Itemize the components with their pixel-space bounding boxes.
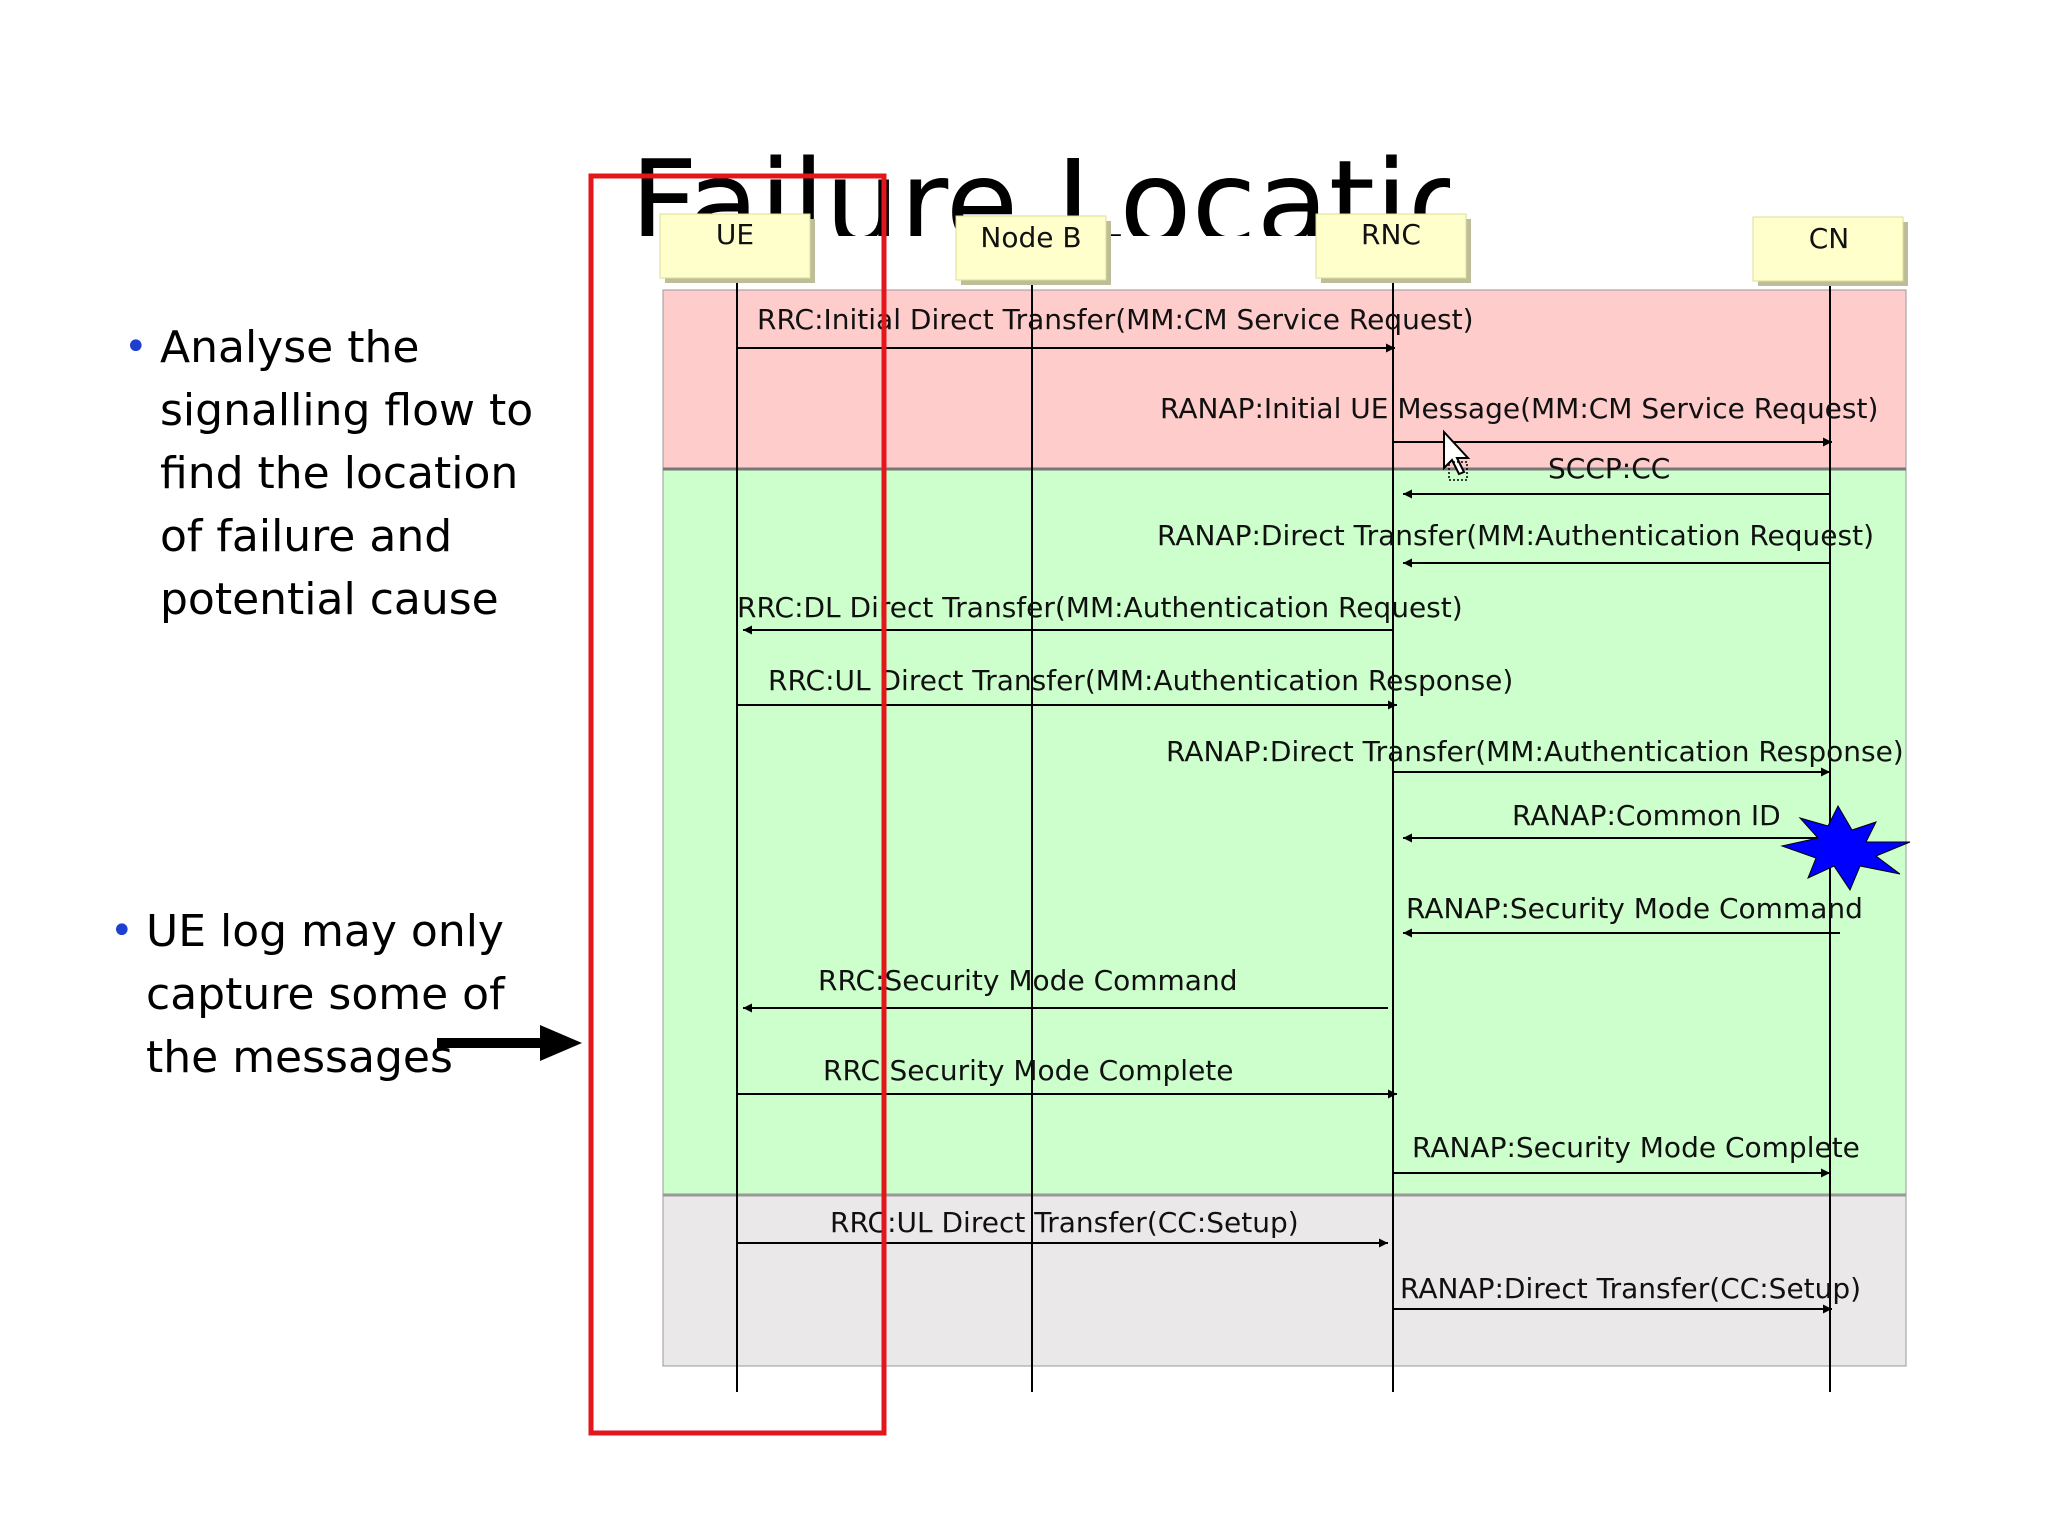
message-m8: RANAP:Common ID bbox=[1403, 799, 1830, 843]
ue-highlight-frame bbox=[588, 173, 887, 1436]
message-label: RANAP:Direct Transfer(MM:Authentication … bbox=[1166, 735, 1904, 768]
message-label: SCCP:CC bbox=[1548, 452, 1670, 485]
message-m9: RANAP:Security Mode Command bbox=[1403, 892, 1863, 938]
entity-label-rnc: RNC bbox=[1361, 218, 1421, 251]
bullet-dot-icon: • bbox=[124, 324, 148, 370]
message-m5: RRC:DL Direct Transfer(MM:Authentication… bbox=[737, 591, 1463, 635]
bullet-item: • UE log may only capture some of the mes… bbox=[110, 900, 566, 1089]
entity-cn: CN bbox=[1752, 216, 1908, 286]
message-label: RANAP:Direct Transfer(CC:Setup) bbox=[1400, 1272, 1861, 1305]
pointer-arrow-icon bbox=[437, 1025, 582, 1061]
message-label: RRC:UL Direct Transfer(CC:Setup) bbox=[830, 1206, 1299, 1239]
message-m10: RRC:Security Mode Command bbox=[743, 964, 1388, 1013]
message-label: RANAP:Direct Transfer(MM:Authentication … bbox=[1157, 519, 1874, 552]
message-m7: RANAP:Direct Transfer(MM:Authentication … bbox=[1166, 735, 1904, 777]
message-label: RANAP:Common ID bbox=[1512, 799, 1781, 832]
message-label: RANAP:Initial UE Message(MM:CM Service R… bbox=[1160, 392, 1878, 425]
message-m1: RRC:Initial Direct Transfer(MM:CM Servic… bbox=[737, 303, 1474, 353]
mouse-cursor-icon bbox=[1443, 429, 1471, 481]
message-label: RRC:Initial Direct Transfer(MM:CM Servic… bbox=[757, 303, 1474, 336]
message-m14: RANAP:Direct Transfer(CC:Setup) bbox=[1393, 1272, 1861, 1314]
entity-nodeb: Node B bbox=[955, 215, 1111, 285]
message-label: RRC:DL Direct Transfer(MM:Authentication… bbox=[737, 591, 1463, 624]
bullet-text: UE log may only capture some of the mess… bbox=[146, 906, 505, 1083]
message-m2: RANAP:Initial UE Message(MM:CM Service R… bbox=[1160, 392, 1878, 447]
message-m12: RANAP:Security Mode Complete bbox=[1393, 1131, 1860, 1178]
message-label: RRC:UL Direct Transfer(MM:Authentication… bbox=[768, 664, 1513, 697]
message-m4: RANAP:Direct Transfer(MM:Authentication … bbox=[1157, 519, 1874, 568]
entity-rnc: RNC bbox=[1315, 213, 1471, 283]
message-label: RANAP:Security Mode Command bbox=[1406, 892, 1863, 925]
phase-band-gray bbox=[662, 1194, 1907, 1367]
message-label: RRC:Security Mode Command bbox=[818, 964, 1237, 997]
entity-ue: UE bbox=[659, 213, 815, 283]
phase-band-green bbox=[662, 468, 1907, 1196]
bullet-text: Analyse the signalling flow to find the … bbox=[160, 322, 534, 625]
entity-label-nodeb: Node B bbox=[980, 221, 1081, 254]
message-label: RRC:Security Mode Complete bbox=[823, 1054, 1234, 1087]
entity-label-ue: UE bbox=[716, 218, 754, 251]
bullet-list-bottom: • UE log may only capture some of the mes… bbox=[110, 900, 566, 1089]
message-m11: RRC:Security Mode Complete bbox=[737, 1054, 1397, 1099]
bullet-dot-icon: • bbox=[110, 908, 134, 954]
bullet-list-top: • Analyse the signalling flow to find the… bbox=[124, 316, 560, 631]
message-m3: SCCP:CC bbox=[1403, 452, 1830, 499]
message-label: RANAP:Security Mode Complete bbox=[1412, 1131, 1860, 1164]
failure-starburst-icon bbox=[1780, 804, 1911, 892]
phase-band-red bbox=[662, 289, 1907, 470]
message-m13: RRC:UL Direct Transfer(CC:Setup) bbox=[737, 1206, 1388, 1248]
message-m6: RRC:UL Direct Transfer(MM:Authentication… bbox=[737, 664, 1513, 710]
bullet-item: • Analyse the signalling flow to find the… bbox=[124, 316, 560, 631]
entity-label-cn: CN bbox=[1809, 222, 1850, 255]
